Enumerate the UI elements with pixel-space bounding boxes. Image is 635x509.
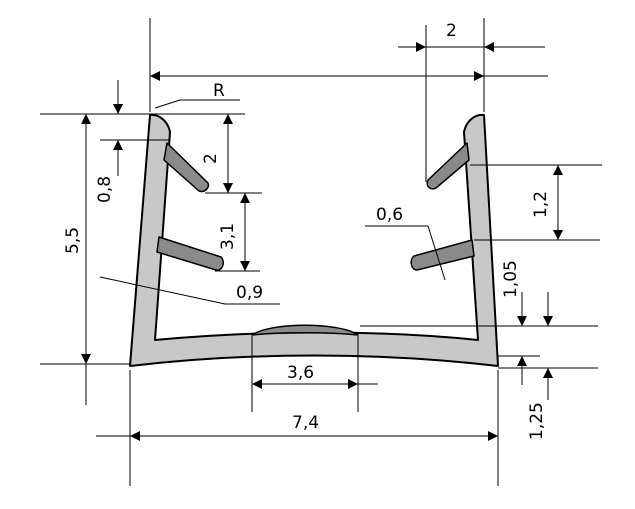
dim-base-offset: 1,05	[501, 260, 521, 298]
base-bump	[251, 324, 359, 336]
dimension-lines	[81, 42, 563, 441]
left-upper-lip	[163, 142, 210, 193]
right-upper-lip	[426, 142, 470, 190]
dim-bump-width: 3,6	[287, 363, 314, 383]
dim-radius: R	[213, 81, 225, 101]
dim-base-height: 1,25	[527, 402, 547, 440]
right-lower-lip	[410, 239, 475, 271]
dim-lip-spacing-left: 3,1	[218, 223, 238, 250]
dim-wall-thickness-right: 0,6	[376, 205, 403, 225]
left-lower-lip	[156, 236, 224, 271]
dim-wall-thickness: 0,9	[236, 283, 263, 303]
extension-lines	[40, 18, 602, 486]
dim-height: 5,5	[63, 227, 83, 254]
dim-lip-thickness-left: 0,8	[95, 176, 115, 203]
dim-lip-depth-left: 2	[201, 153, 221, 164]
dim-total-width: 7,4	[292, 413, 319, 433]
dim-lip-spacing-right: 1,2	[531, 191, 551, 218]
dim-top-width: 2	[446, 21, 457, 41]
